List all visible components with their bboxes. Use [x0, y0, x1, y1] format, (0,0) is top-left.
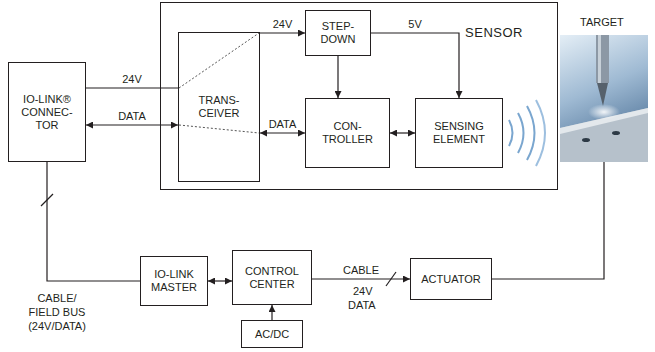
transceiver-box: TRANS- CEIVER: [178, 32, 260, 182]
sensing-wave: [536, 100, 545, 166]
target-photo: [560, 35, 648, 162]
connector: [312, 278, 410, 279]
text-line: CONTROL: [245, 265, 299, 278]
step-down-box: STEP- DOWN: [305, 10, 371, 56]
cable-label: CABLE/ FIELD BUS (24V/DATA): [22, 291, 92, 333]
box-text: CONTROL CENTER: [245, 265, 299, 291]
signal-label: 24V: [120, 73, 144, 86]
box-text: SENSING ELEMENT: [433, 120, 485, 146]
connector: [260, 32, 305, 33]
text-line: TROLLER: [322, 133, 373, 146]
master-box: IO-LINK MASTER: [140, 256, 208, 306]
signal-label: DATA: [346, 299, 378, 312]
box-text: IO-LINK MASTER: [151, 268, 197, 294]
connector: [390, 132, 415, 133]
tool-tip: [597, 83, 608, 106]
glow: [588, 104, 620, 120]
signal-label: 24V: [271, 18, 295, 31]
internal-path: [179, 125, 259, 133]
housing-title: SENSOR: [465, 25, 523, 40]
box-text: IO-LINK® CONNEC- TOR: [21, 93, 72, 132]
text-line: CEIVER: [199, 107, 240, 120]
sensing-wave: [527, 106, 535, 160]
box-text: TRANS- CEIVER: [199, 94, 240, 120]
text-line: AC/DC: [255, 328, 289, 341]
text-line: CON-: [333, 120, 361, 133]
connector: [260, 132, 305, 133]
actuator-link: [492, 162, 604, 279]
signal-label: DATA: [116, 110, 148, 123]
power-supply-box: AC/DC: [241, 320, 303, 348]
text-line: CENTER: [249, 278, 294, 291]
text-line: IO-LINK®: [23, 93, 71, 106]
text-line: TRANS-: [199, 94, 240, 107]
sensor-housing: SENSOR TRANS- CEIVER STEP- DOWN CON- TROLLE…: [160, 2, 558, 190]
connector: [86, 124, 178, 125]
text-line: TOR: [35, 119, 58, 132]
box-text: ACTUATOR: [421, 273, 481, 286]
text-line: STEP-: [322, 20, 354, 33]
box-text: AC/DC: [255, 328, 289, 341]
connector: [47, 162, 140, 281]
text-line: SENSING: [434, 120, 484, 133]
control-center-box: CONTROL CENTER: [232, 250, 312, 305]
tool-body: [596, 35, 609, 83]
connector: [371, 33, 459, 98]
sensing-wave: [518, 113, 524, 153]
connector: [86, 87, 178, 88]
signal-label: 5V: [406, 18, 423, 31]
internal-path: [179, 33, 259, 88]
connector: [208, 280, 232, 281]
signal-label: DATA: [267, 118, 299, 131]
controller-box: CON- TROLLER: [305, 98, 390, 168]
connector: [271, 305, 272, 320]
signal-label: CABLE: [341, 264, 381, 277]
text-line: CONNEC-: [21, 106, 72, 119]
actuator-box: ACTUATOR: [410, 258, 492, 300]
box-text: STEP- DOWN: [321, 20, 356, 46]
text-line: ACTUATOR: [421, 273, 481, 286]
target-label: TARGET: [578, 16, 626, 29]
box-text: CON- TROLLER: [322, 120, 373, 146]
sensing-wave: [509, 120, 513, 146]
text-line: MASTER: [151, 281, 197, 294]
plate-hole: [582, 138, 590, 142]
plate-hole: [612, 131, 620, 135]
signal-label: 24V: [351, 285, 375, 298]
text-line: IO-LINK: [154, 268, 194, 281]
connector-box: IO-LINK® CONNEC- TOR: [8, 62, 86, 162]
sensing-element-box: SENSING ELEMENT: [415, 98, 503, 168]
text-line: DOWN: [321, 33, 356, 46]
text-line: ELEMENT: [433, 133, 485, 146]
connector: [337, 56, 338, 98]
tool-highlight: [598, 35, 601, 83]
